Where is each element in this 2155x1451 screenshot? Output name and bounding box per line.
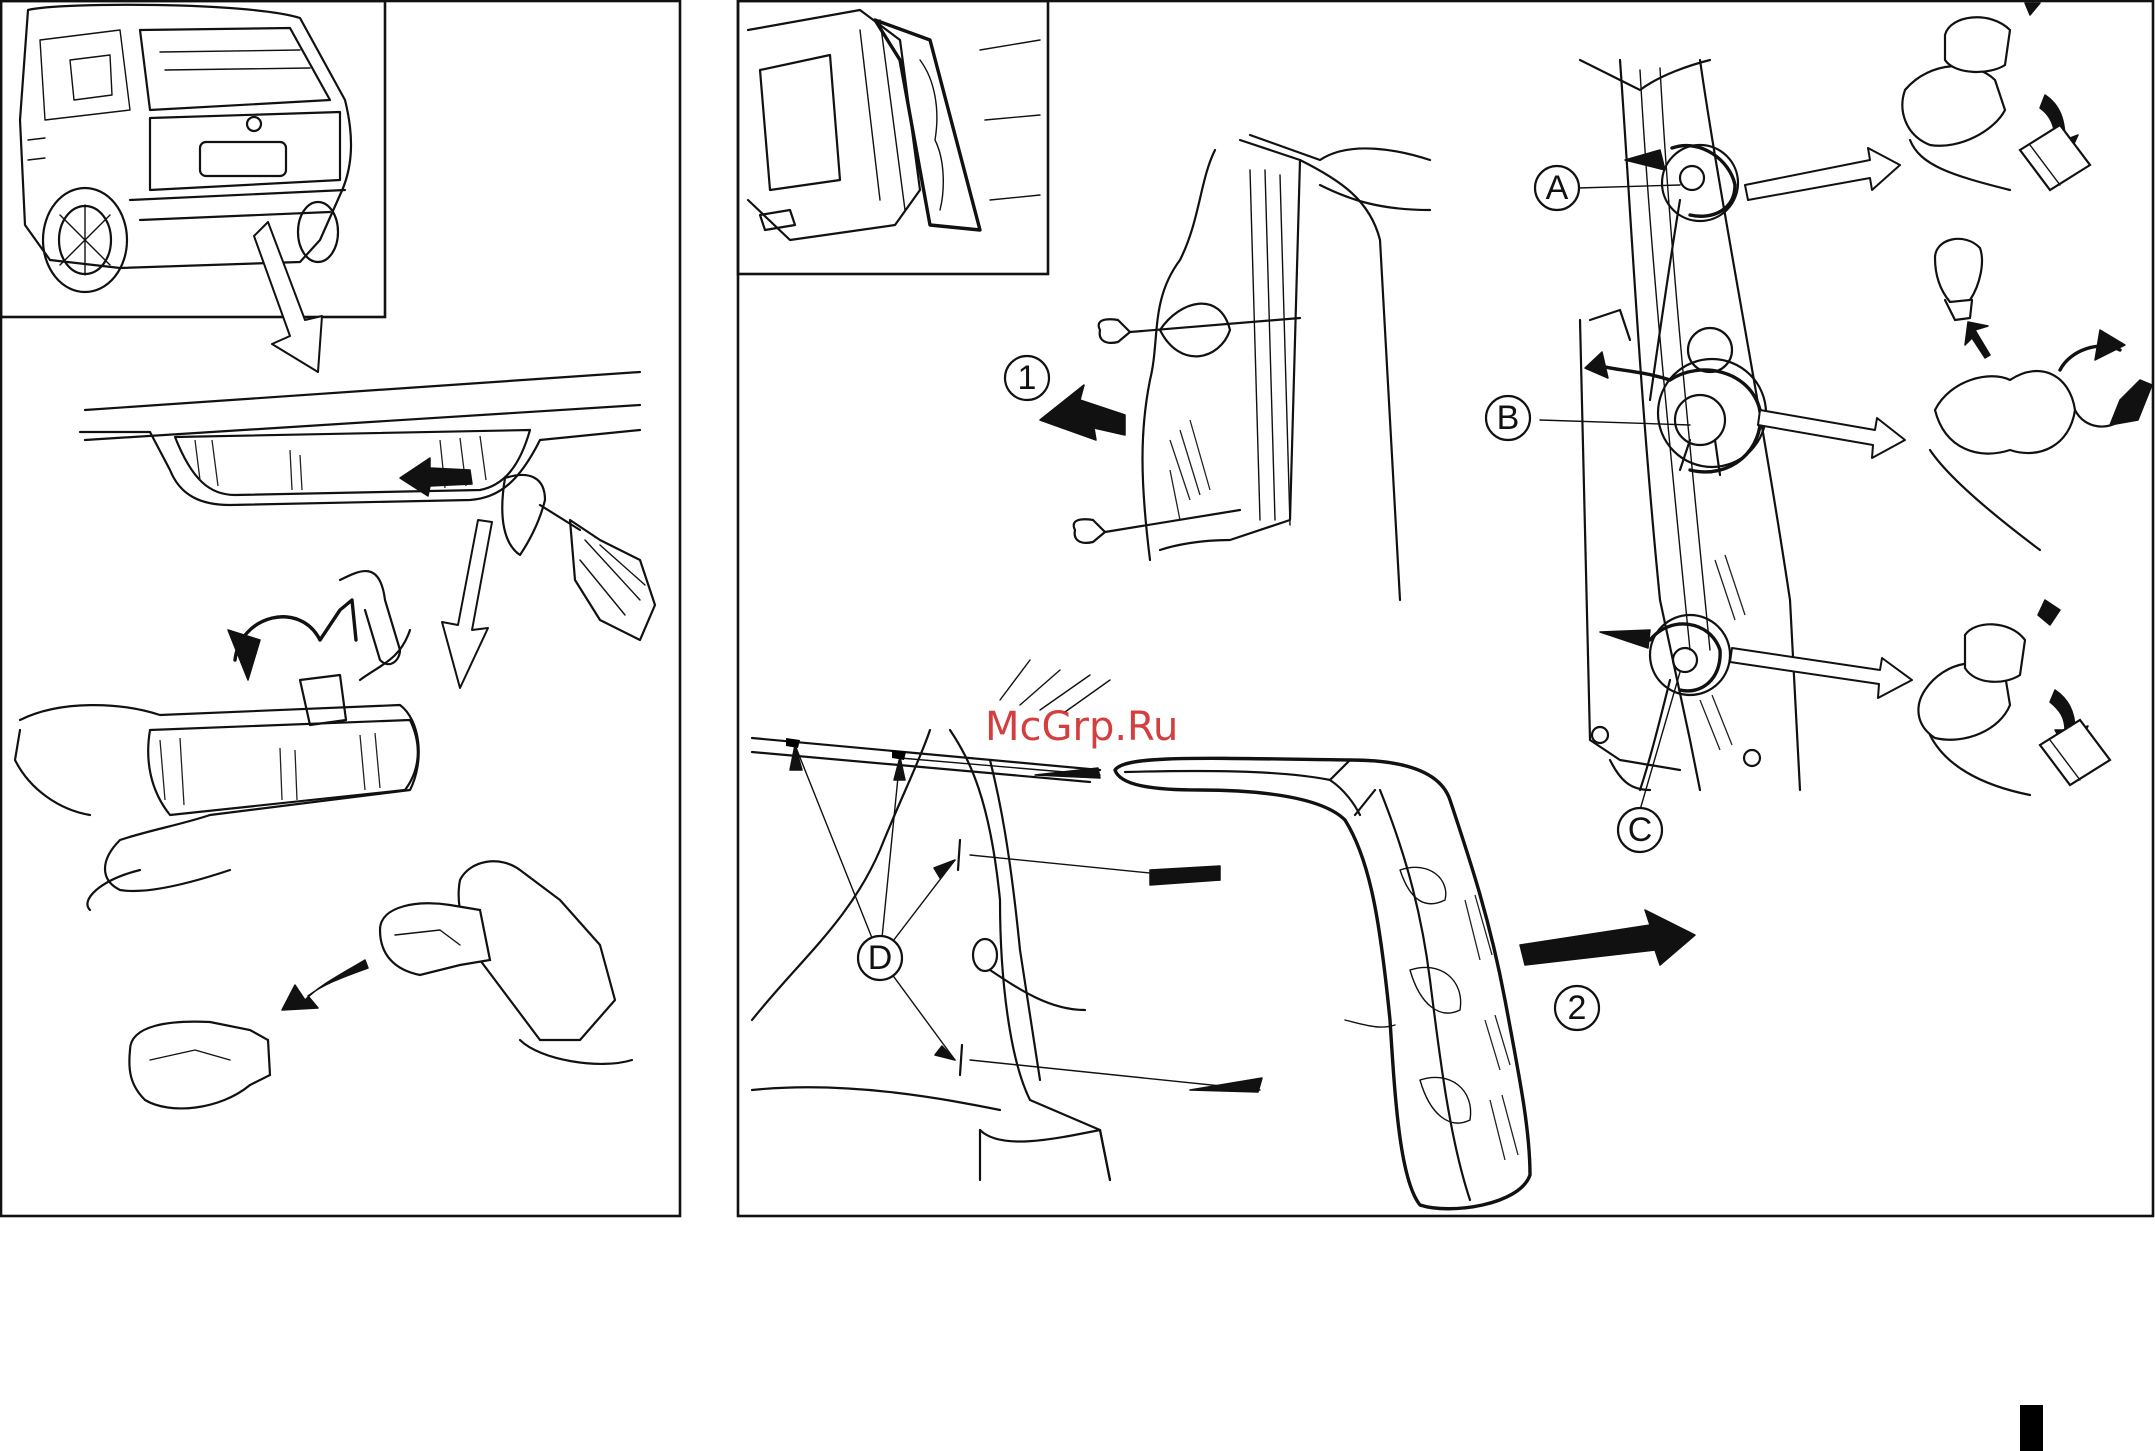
removed-bulbs (1902, 3, 2152, 795)
callout-b: B (1486, 396, 1530, 440)
callout-a: A (1535, 166, 1579, 210)
callout-d-label: D (868, 939, 893, 977)
remove-arrow (282, 960, 368, 1010)
callout-2-label: 2 (1568, 989, 1587, 1027)
license-plate-lamp-panel (1, 1, 680, 1216)
socket-rotation (228, 571, 410, 725)
callout-2: 2 (1555, 986, 1599, 1030)
rear-combination-lamp-panel: McGrp.Ru (738, 1, 2153, 1216)
watermark-text: McGrp.Ru (985, 704, 1178, 750)
removed-combination-lamp (1115, 758, 1695, 1208)
screwdriver (502, 475, 655, 640)
callout-c-label: C (1628, 811, 1653, 849)
callout-1-label: 1 (1018, 359, 1037, 397)
vehicle-rear-inset (1, 1, 385, 317)
hand-holding-lamp (15, 705, 419, 910)
bumper-lamp-housing (80, 372, 640, 505)
pull-out-arrow-1 (1040, 385, 1125, 440)
page-edge-marker (2020, 1405, 2043, 1451)
callout-c: C (1618, 808, 1662, 852)
lamp-backside-sockets (1540, 60, 1912, 810)
callout-1: 1 (1005, 356, 1049, 400)
callout-b-label: B (1497, 399, 1520, 437)
lamp-screw-removal (1040, 135, 1430, 600)
right-panel-frame (738, 1, 2153, 1216)
bulb-removal (129, 861, 632, 1108)
callout-a-label: A (1546, 169, 1569, 207)
pointer-arrow-2 (442, 520, 492, 688)
pull-out-arrow-2 (1520, 910, 1695, 965)
rear-pillar-inset (738, 1, 1048, 274)
pointer-arrow (254, 222, 322, 372)
callout-d: D (858, 936, 902, 980)
